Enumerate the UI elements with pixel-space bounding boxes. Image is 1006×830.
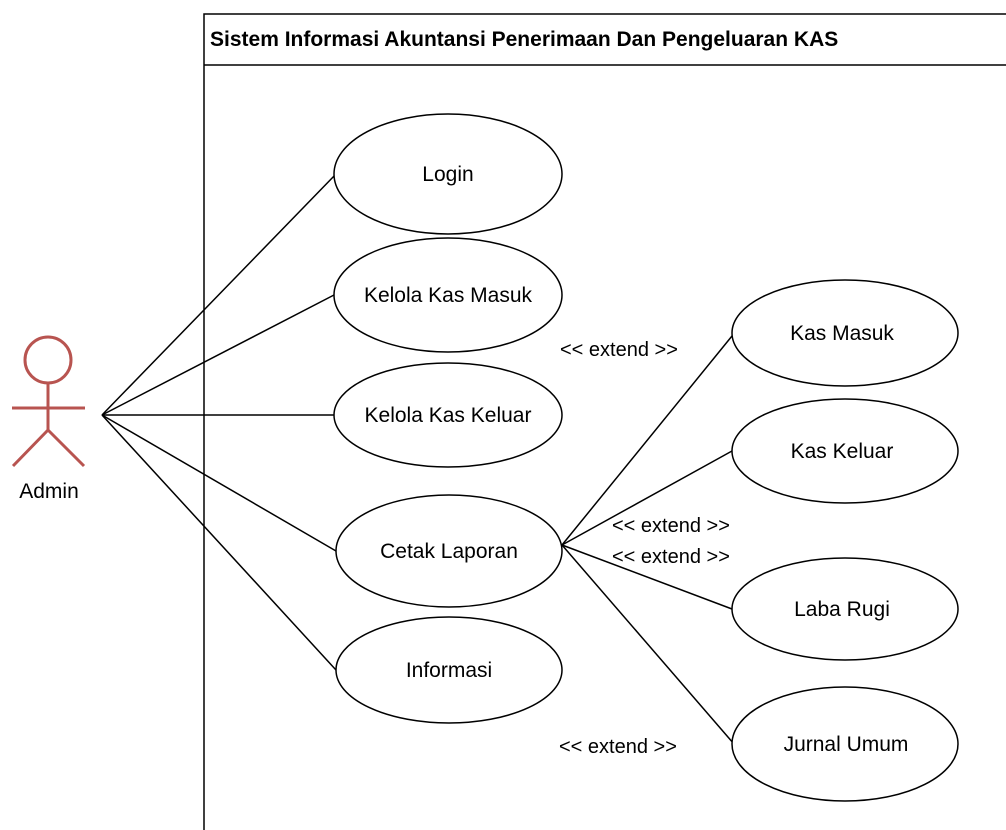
actor-admin[interactable]: Admin bbox=[11, 335, 86, 503]
use-case-login[interactable]: Login bbox=[333, 113, 563, 235]
use-case-kelola-kas-masuk[interactable]: Kelola Kas Masuk bbox=[333, 237, 563, 353]
actor-label: Admin bbox=[19, 480, 79, 503]
use-case-kelola-kas-keluar[interactable]: Kelola Kas Keluar bbox=[333, 362, 563, 468]
extend-line-kas-masuk bbox=[561, 335, 733, 546]
use-case-kas-masuk-ellipse bbox=[731, 279, 959, 387]
actor-stick-figure-icon bbox=[11, 335, 86, 468]
use-case-login-label: Login bbox=[422, 163, 473, 186]
actor-right-leg bbox=[46, 428, 86, 468]
extend-line-laba-rugi bbox=[561, 544, 733, 610]
association-cetak-laporan bbox=[101, 414, 337, 552]
associations bbox=[101, 173, 337, 671]
extend-relationships bbox=[561, 335, 735, 745]
association-login bbox=[101, 173, 337, 416]
use-case-kelola-kas-keluar-label: Kelola Kas Keluar bbox=[365, 404, 532, 427]
use-case-jurnal-umum-ellipse bbox=[731, 686, 959, 802]
use-case-kelola-kas-keluar-ellipse bbox=[333, 362, 563, 468]
use-case-informasi-ellipse bbox=[335, 616, 563, 724]
use-case-laba-rugi-label: Laba Rugi bbox=[794, 598, 890, 621]
use-case-kas-masuk-label: Kas Masuk bbox=[790, 322, 894, 345]
extend-label-jurnal-umum: << extend >> bbox=[559, 736, 677, 758]
use-case-jurnal-umum[interactable]: Jurnal Umum bbox=[731, 686, 959, 802]
extend-line-kas-keluar bbox=[561, 450, 733, 546]
actor-left-leg bbox=[11, 428, 50, 468]
use-case-jurnal-umum-label: Jurnal Umum bbox=[784, 733, 909, 756]
use-case-laba-rugi-ellipse bbox=[731, 557, 959, 661]
use-case-cetak-laporan[interactable]: Cetak Laporan bbox=[335, 494, 563, 608]
system-boundary-frame bbox=[203, 13, 1006, 830]
use-case-kas-keluar-label: Kas Keluar bbox=[791, 440, 894, 463]
use-case-kas-keluar[interactable]: Kas Keluar bbox=[731, 398, 959, 504]
association-kelola-kas-masuk bbox=[101, 294, 335, 416]
use-case-laba-rugi[interactable]: Laba Rugi bbox=[731, 557, 959, 661]
extend-label-kas-masuk: << extend >> bbox=[560, 339, 678, 361]
use-case-cetak-laporan-label: Cetak Laporan bbox=[380, 540, 518, 563]
use-case-informasi-label: Informasi bbox=[406, 659, 492, 682]
use-case-login-ellipse bbox=[333, 113, 563, 235]
use-case-informasi[interactable]: Informasi bbox=[335, 616, 563, 724]
association-informasi bbox=[101, 414, 337, 671]
use-case-kas-keluar-ellipse bbox=[731, 398, 959, 504]
extend-label-kas-keluar: << extend >> bbox=[612, 515, 730, 537]
system-title: Sistem Informasi Akuntansi Penerimaan Da… bbox=[210, 28, 838, 51]
system-boundary: Sistem Informasi Akuntansi Penerimaan Da… bbox=[203, 13, 1006, 830]
use-case-cetak-laporan-ellipse bbox=[335, 494, 563, 608]
extend-line-jurnal-umum bbox=[561, 544, 735, 745]
actor-head bbox=[23, 335, 73, 385]
use-case-kelola-kas-masuk-label: Kelola Kas Masuk bbox=[364, 284, 533, 307]
use-case-kas-masuk[interactable]: Kas Masuk bbox=[731, 279, 959, 387]
use-case-kelola-kas-masuk-ellipse bbox=[333, 237, 563, 353]
extend-label-laba-rugi: << extend >> bbox=[612, 546, 730, 568]
